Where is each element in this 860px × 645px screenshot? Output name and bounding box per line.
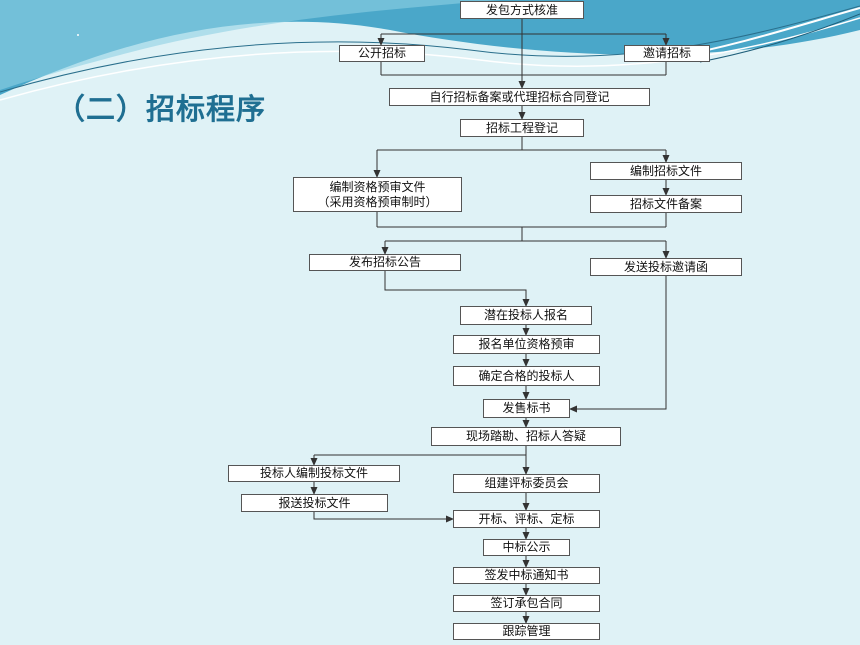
node-gongkai: 公开招标 — [339, 45, 425, 62]
node-gonggao: 发布招标公告 — [309, 254, 461, 271]
node-gongcheng: 招标工程登记 — [460, 119, 584, 137]
node-zujian: 组建评标委员会 — [453, 474, 600, 493]
node-yaoqinghan: 发送投标邀请函 — [590, 258, 742, 276]
node-label: 招标文件备案 — [629, 196, 702, 211]
node-label: （采用资格预审制时） — [317, 194, 438, 209]
node-label: 中标公示 — [502, 540, 551, 554]
node-label: 签订承包合同 — [490, 596, 563, 610]
header-dot — [77, 34, 79, 36]
node-label: 编制招标文件 — [629, 163, 702, 178]
node-label: 现场踏勘、招标人答疑 — [465, 429, 586, 443]
page-title: （二）招标程序 — [56, 92, 267, 126]
node-label: 编制资格预审文件 — [329, 179, 426, 194]
node-toubiao-bianzhi: 投标人编制投标文件 — [228, 465, 400, 482]
node-label: 签发中标通知书 — [484, 568, 569, 582]
node-queding: 确定合格的投标人 — [453, 366, 600, 386]
header-wave-light — [0, 0, 500, 90]
node-label: 发送投标邀请函 — [623, 259, 708, 274]
node-label: 开标、评标、定标 — [478, 511, 575, 526]
node-hetong: 签订承包合同 — [453, 595, 600, 612]
node-wenjian-beian: 招标文件备案 — [590, 195, 742, 213]
node-beian: 自行招标备案或代理招标合同登记 — [389, 88, 650, 106]
header-swoosh-line — [0, 5, 860, 93]
node-label: 确定合格的投标人 — [478, 368, 575, 383]
node-label: 招标工程登记 — [485, 120, 558, 135]
connector-yaoqinghan-fashou — [569, 276, 667, 413]
node-baoming: 潜在投标人报名 — [460, 306, 592, 325]
node-xianchang: 现场踏勘、招标人答疑 — [431, 427, 621, 446]
header-swoosh-line — [699, 13, 860, 63]
node-gongshi: 中标公示 — [483, 539, 570, 556]
connector-gonggao-baoming — [384, 271, 530, 307]
node-label: 报送投标文件 — [278, 495, 351, 510]
node-tongzhi: 签发中标通知书 — [453, 567, 600, 584]
node-yushen: 报名单位资格预审 — [453, 335, 600, 354]
node-bianzhi: 编制招标文件 — [590, 162, 742, 180]
node-label: 投标人编制投标文件 — [259, 466, 368, 480]
node-kaibiao: 开标、评标、定标 — [453, 510, 600, 528]
node-label: 跟踪管理 — [502, 624, 551, 638]
header-swoosh-line — [0, 17, 860, 101]
node-label: 发包方式核准 — [485, 2, 558, 17]
node-label: 公开招标 — [357, 46, 406, 60]
node-label: 发布招标公告 — [348, 255, 421, 269]
node-label: 发售标书 — [502, 401, 551, 415]
connector-baosong-kaibiao — [313, 512, 454, 523]
node-label: 潜在投标人报名 — [483, 308, 568, 322]
node-label: 报名单位资格预审 — [478, 337, 575, 351]
node-fashou: 发售标书 — [483, 399, 570, 418]
node-genzong: 跟踪管理 — [453, 623, 600, 640]
node-label: 自行招标备案或代理招标合同登记 — [429, 89, 610, 104]
node-baosong: 报送投标文件 — [241, 494, 388, 512]
node-label: 邀请招标 — [642, 46, 691, 60]
node-yaoqing: 邀请招标 — [624, 45, 710, 62]
node-zige: 编制资格预审文件 （采用资格预审制时） — [293, 177, 462, 212]
node-label: 组建评标委员会 — [484, 476, 569, 490]
node-fabao: 发包方式核准 — [460, 1, 584, 19]
